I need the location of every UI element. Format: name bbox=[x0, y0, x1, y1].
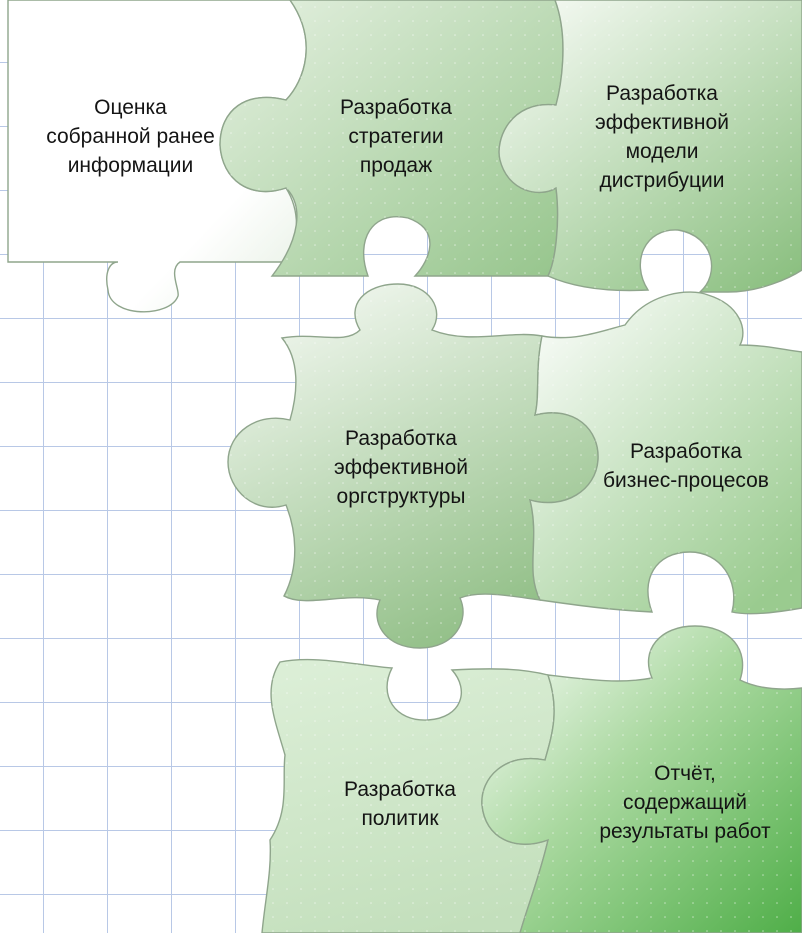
piece-5-label: Разработка бизнес-процесов bbox=[588, 437, 784, 495]
piece-6-label: Разработка политик bbox=[320, 775, 480, 833]
piece-7-label: Отчёт, содержащий результаты работ bbox=[585, 759, 785, 846]
piece-2-label: Разработка стратегии продаж bbox=[316, 93, 476, 180]
piece-1-label: Оценка собранной ранее информации bbox=[28, 93, 233, 180]
piece-3-label: Разработка эффективной модели дистрибуци… bbox=[572, 79, 752, 195]
piece-4-label: Разработка эффективной оргструктуры bbox=[306, 424, 496, 511]
